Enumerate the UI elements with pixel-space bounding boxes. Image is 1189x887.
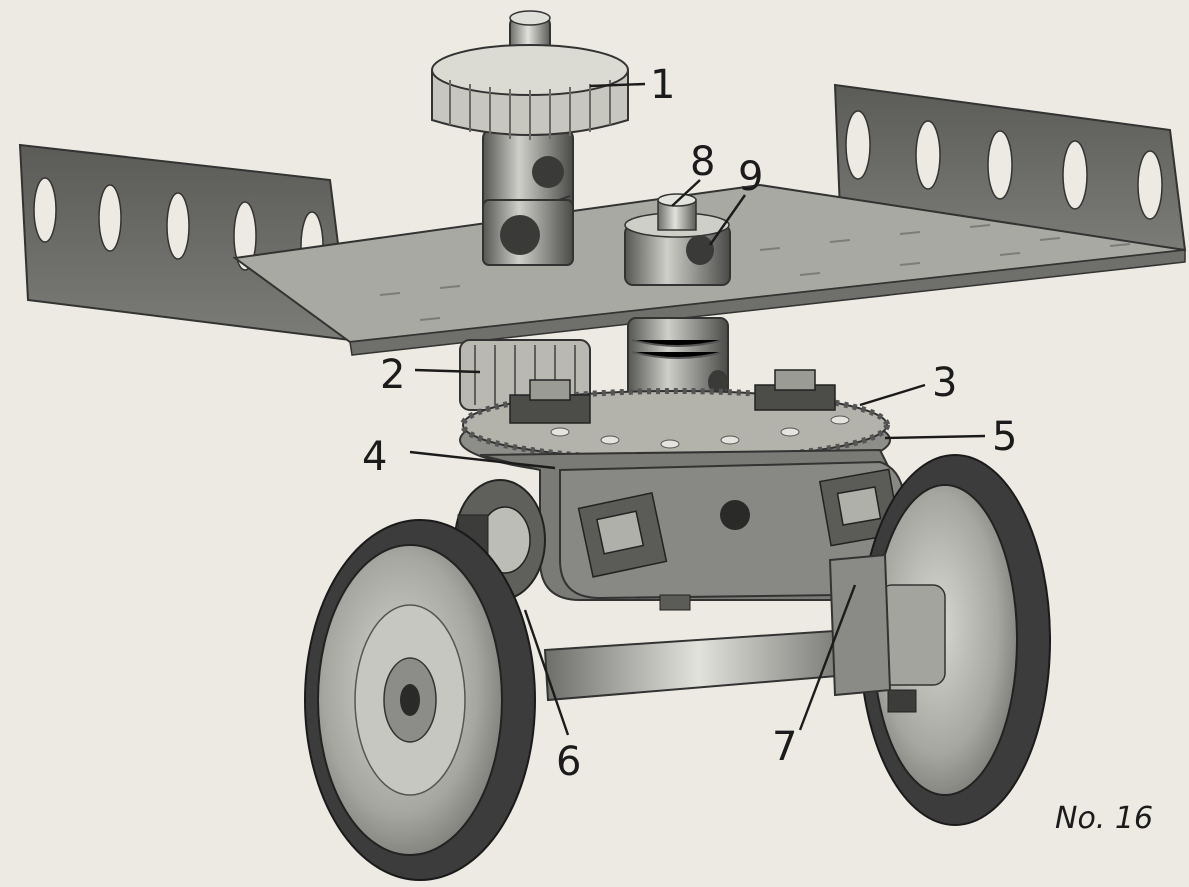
callout-9: 9: [738, 154, 763, 200]
right-flanged-plate-flange: [833, 83, 1187, 252]
left-flanged-plate-flange: [18, 143, 352, 342]
callout-3: 3: [932, 360, 957, 406]
callout-5: 5: [992, 414, 1017, 460]
callout-1: 1: [650, 62, 675, 108]
leader-lines: [409, 82, 986, 736]
callout-2: 2: [380, 352, 405, 398]
callout-6: 6: [556, 739, 581, 785]
fork-piece-bracket: [479, 448, 907, 611]
callout-4: 4: [362, 434, 387, 480]
callout-7: 7: [772, 724, 797, 770]
figure-number: No. 16: [1055, 801, 1153, 836]
callout-8: 8: [690, 139, 715, 185]
bracket-arm-7: [828, 553, 892, 697]
road-wheel-left: [304, 519, 536, 881]
pinion-1: [431, 10, 629, 140]
